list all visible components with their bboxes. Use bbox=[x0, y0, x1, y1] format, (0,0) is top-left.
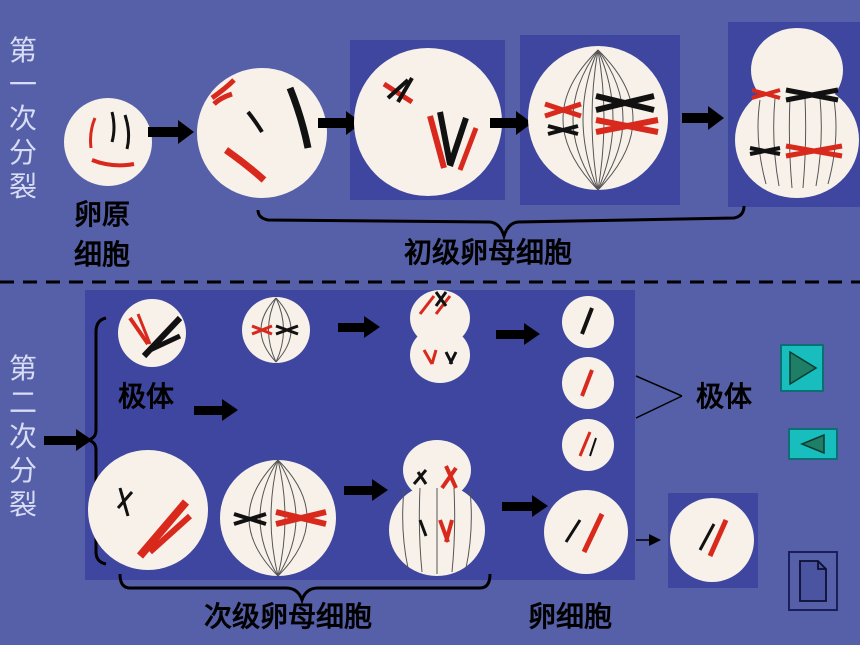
stage1-title-char: 一 bbox=[8, 68, 37, 101]
document-icon bbox=[799, 560, 827, 602]
stage2-title-char: 分 bbox=[8, 454, 37, 487]
polar-body-anaphase-cell bbox=[410, 290, 470, 383]
arrow-stage2-entry bbox=[44, 429, 92, 451]
arrow-1 bbox=[148, 120, 194, 144]
oogonium-label-line2: 细胞 bbox=[74, 238, 131, 271]
metaphase-1-cell bbox=[528, 46, 668, 191]
arrow-2 bbox=[318, 111, 362, 135]
primary-oocyte-brace bbox=[256, 205, 746, 242]
polar-body-label-right: 极体 bbox=[696, 380, 753, 413]
final-polar-body-3 bbox=[562, 419, 614, 471]
arrow-3 bbox=[490, 111, 532, 135]
primary-oocyte-cell-1 bbox=[197, 68, 327, 198]
next-button[interactable] bbox=[780, 344, 824, 392]
stage2-title: 第 二 次 分 裂 bbox=[6, 352, 40, 522]
polar-body-cell-1 bbox=[118, 299, 186, 367]
back-triangle-icon bbox=[800, 433, 825, 455]
stage1-title-char: 分 bbox=[8, 136, 37, 169]
secondary-oocyte-metaphase-cell bbox=[220, 459, 336, 577]
stage1-title: 第 一 次 分 裂 bbox=[6, 34, 40, 204]
egg-cell bbox=[544, 490, 628, 574]
oogonium-cell bbox=[64, 98, 152, 186]
polar-body-metaphase-cell bbox=[242, 297, 310, 363]
secondary-oocyte-cell-1 bbox=[88, 450, 208, 570]
arrow-8 bbox=[344, 479, 388, 501]
prev-button[interactable] bbox=[788, 428, 838, 460]
secondary-oocyte-anaphase-cell bbox=[389, 440, 485, 576]
arrow-4 bbox=[682, 106, 724, 130]
stage1-title-char: 次 bbox=[8, 102, 37, 135]
final-polar-body-2 bbox=[562, 357, 614, 409]
arrow-9 bbox=[502, 495, 548, 517]
polar-body-label-left: 极体 bbox=[118, 380, 175, 413]
final-polar-body-1 bbox=[562, 296, 614, 348]
stage1-title-char: 裂 bbox=[8, 170, 37, 203]
document-button[interactable] bbox=[788, 551, 838, 611]
primary-oocyte-label: 初级卵母细胞 bbox=[404, 236, 573, 269]
arrow-5 bbox=[338, 316, 380, 338]
stage2-title-char: 二 bbox=[8, 386, 37, 419]
anaphase-1-cell bbox=[735, 28, 859, 198]
primary-oocyte-cell-2 bbox=[354, 48, 502, 196]
stage2-title-char: 次 bbox=[8, 420, 37, 453]
oogonium-label-line1: 卵原 bbox=[74, 198, 131, 231]
stage2-title-char: 裂 bbox=[8, 488, 37, 521]
stage2-title-char: 第 bbox=[8, 352, 37, 385]
stage1-title-char: 第 bbox=[8, 34, 37, 67]
secondary-oocyte-label: 次级卵母细胞 bbox=[204, 600, 373, 633]
stage2-left-brace bbox=[87, 316, 107, 566]
polar-body-pointer-lines bbox=[635, 375, 683, 419]
egg-cell-label: 卵细胞 bbox=[528, 600, 613, 633]
arrow-7 bbox=[194, 399, 238, 421]
secondary-oocyte-brace bbox=[118, 573, 492, 605]
arrow-6 bbox=[496, 323, 540, 345]
play-triangle-icon bbox=[789, 350, 818, 386]
egg-cell-zoomed bbox=[670, 498, 754, 582]
